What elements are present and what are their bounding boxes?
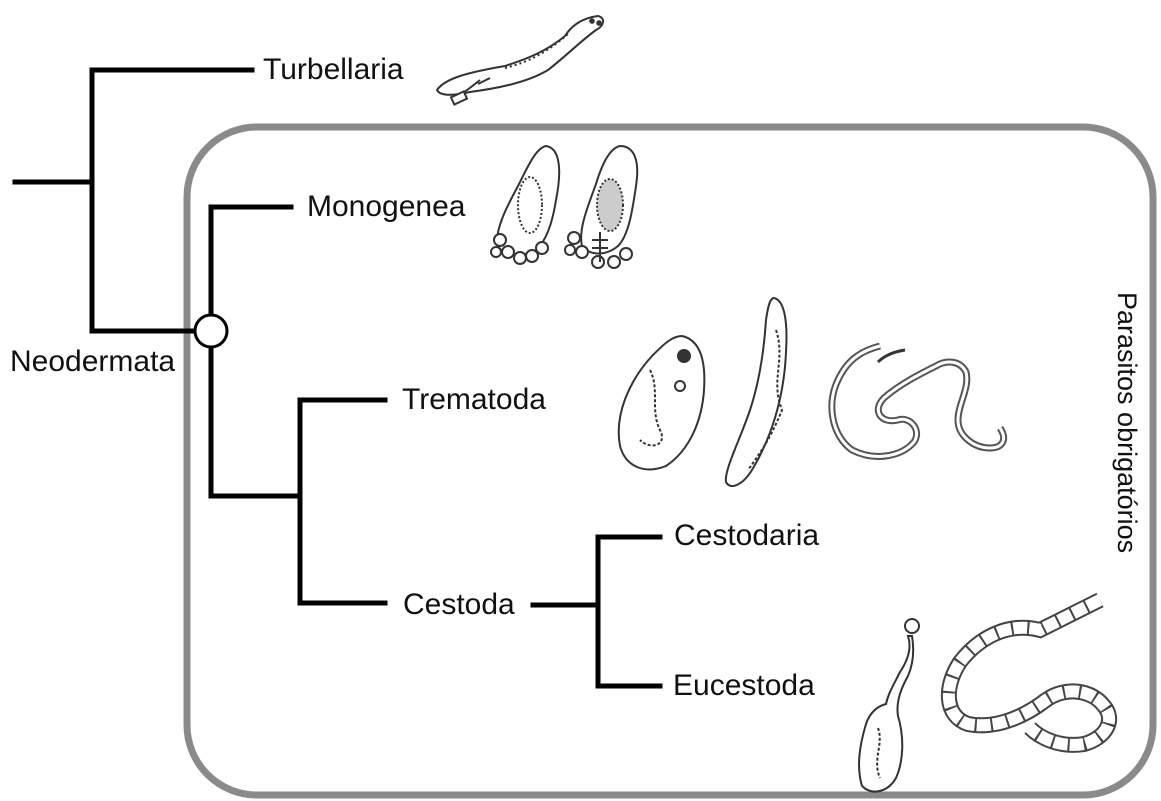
taxon-label-trematoda: Trematoda xyxy=(402,385,546,415)
tree-branches xyxy=(15,70,660,686)
parasite-group-label: Parasitos obrigatórios xyxy=(1113,292,1140,553)
taxon-label-cestodaria: Cestodaria xyxy=(674,521,819,551)
eucestoda-illustration xyxy=(859,600,1109,792)
monogenea-illustration xyxy=(491,146,637,268)
turbellaria-illustration xyxy=(437,16,603,105)
taxon-label-monogenea: Monogenea xyxy=(307,192,465,222)
taxon-label-turbellaria: Turbellaria xyxy=(263,55,404,85)
trematoda-illustration xyxy=(619,298,1004,486)
clade-label-neodermata: Neodermata xyxy=(10,347,175,377)
neodermata-node xyxy=(195,315,227,347)
taxon-label-eucestoda: Eucestoda xyxy=(673,671,815,701)
taxon-label-cestoda: Cestoda xyxy=(403,590,515,620)
